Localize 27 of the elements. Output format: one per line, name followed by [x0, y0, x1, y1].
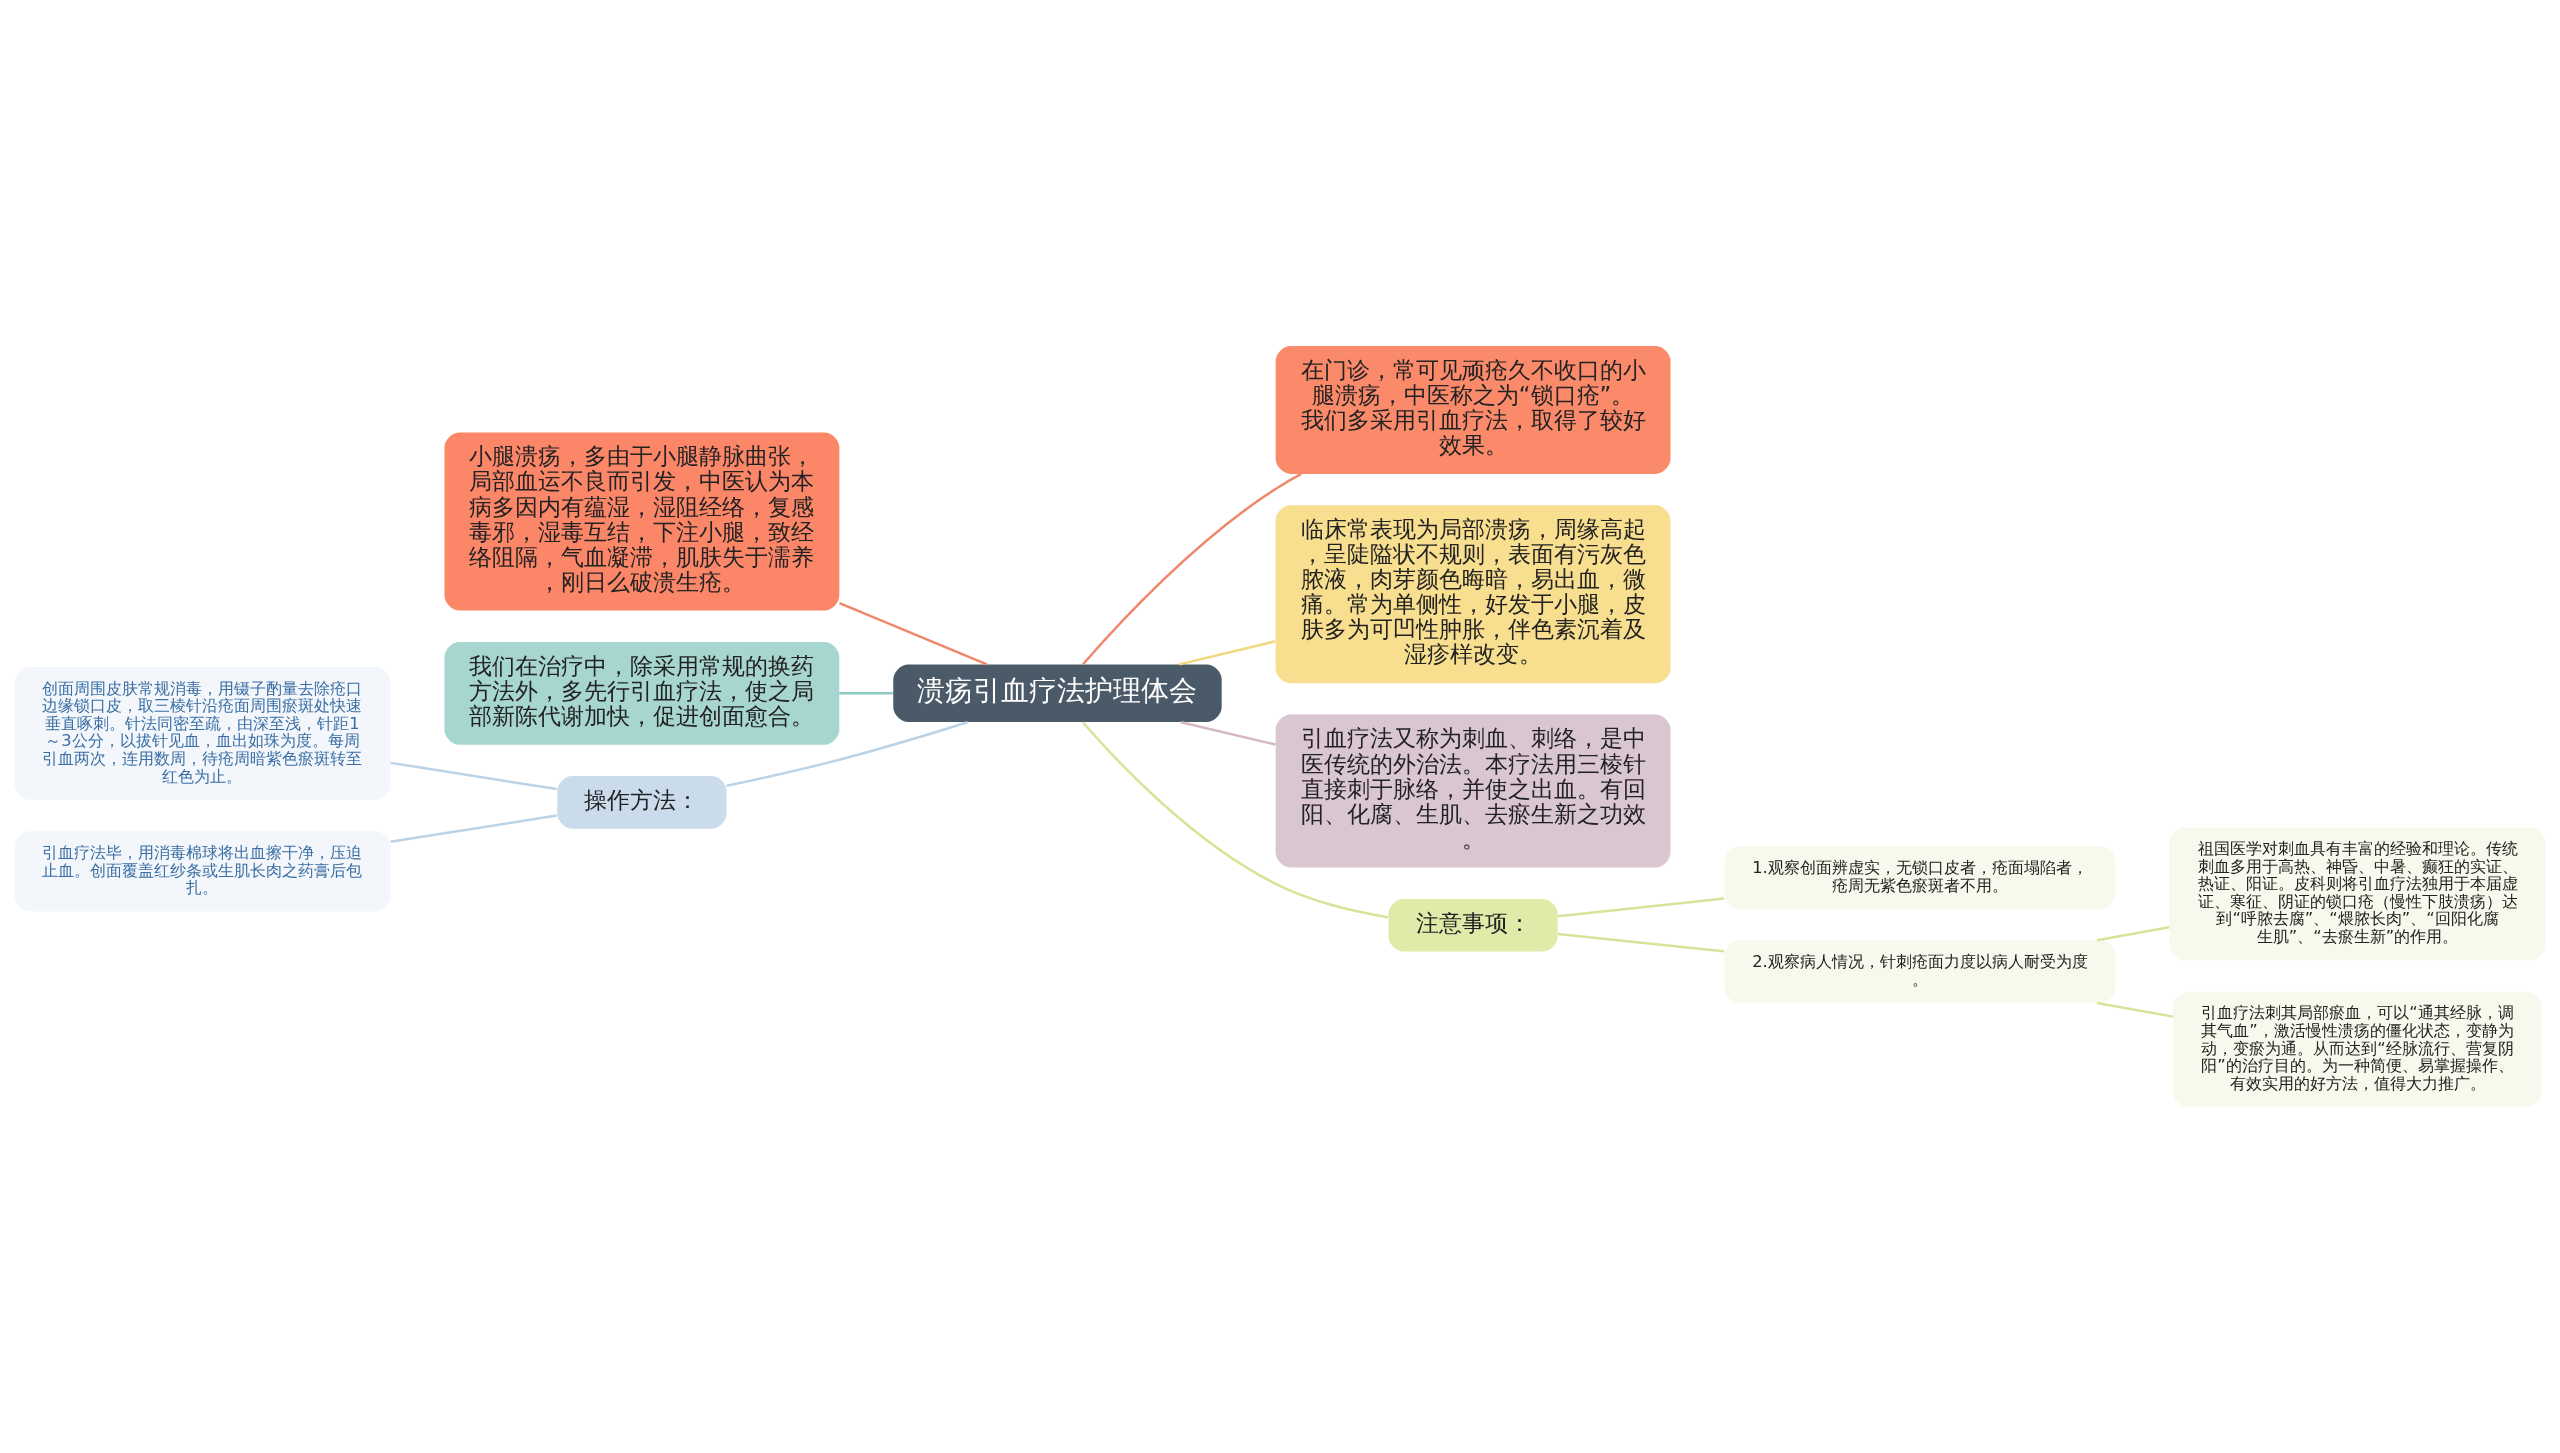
connector [2096, 926, 2170, 942]
connector [1180, 721, 1276, 746]
connector [839, 692, 893, 695]
connector [1557, 932, 1725, 953]
node-box: 小腿溃疡，多由于小腿静脉曲张，局部血运不良而引发，中医认为本病多因内有蕴湿，湿阻经络，复感毒邪，湿毒互结，下注小腿，致经络阻隔，气血凝滞，肌肤失于濡养，刚日么破溃生疮。 [444, 432, 840, 611]
node-box: 溃疡引血疗法护理体会 [893, 664, 1222, 723]
connector [390, 761, 557, 791]
node-box: 在门诊，常可见顽疮久不收口的小腿溃疡，中医称之为“锁口疮”。我们多采用引血疗法，取得了较好效果。 [1275, 346, 1671, 474]
connector [838, 601, 988, 666]
connector [390, 814, 557, 844]
connector [1179, 640, 1276, 666]
node-box: 注意事项： [1388, 898, 1558, 952]
node-box: 操作方法： [557, 776, 727, 829]
connector [726, 721, 968, 788]
node-box: 1.观察创面辨虚实，无锁口皮者，疮面塌陷者，疮周无紫色瘀斑者不用。 [1724, 846, 2116, 909]
node-box: 创面周围皮肤常规消毒，用镊子酌量去除疮口边缘锁口皮，取三棱针沿疮面周围瘀斑处快速垂直啄刺。针法同密至疏，由深至浅，针距1～3公分，以拔针见血，血出如珠为度。每周引血两次，连用数周，待疮周暗紫色瘀斑转至红色为止。 [14, 666, 391, 800]
node-box: 引血疗法毕，用消毒棉球将出血擦干净，压迫止血。创面覆盖红纱条或生肌长肉之药膏后包扎。 [14, 831, 391, 912]
node-box: 引血疗法刺其局部瘀血，可以“通其经脉，调其气血”，激活慢性溃疡的僵化状态，变静为动，变瘀为通。从而达到“经脉流行、营复阴阳”的治疗目的。为一种简便、易掌握操作、有效实用的好方法，值得大力推广。 [2173, 991, 2542, 1107]
connector [1082, 472, 1302, 666]
connector [1081, 721, 1389, 919]
node-box: 祖国医学对刺血具有丰富的经验和理论。传统刺血多用于高热、神昏、中暑、癫狂的实证、热证、阳证。皮科则将引血疗法独用于本届虚证、寒征、阴证的锁口疮（慢性下肢溃疡）达到“呼脓去腐”、“煨脓长肉”、“回阳化腐生肌”、“去瘀生新”的作用。 [2169, 827, 2546, 961]
node-box: 2.观察病人情况，针刺疮面力度以病人耐受为度。 [1724, 940, 2116, 1003]
node-box: 引血疗法又称为刺血、刺络，是中医传统的外治法。本疗法用三棱针直接刺于脉络，并使之出血。有回阳、化腐、生肌、去瘀生新之功效。 [1275, 714, 1671, 868]
node-box: 临床常表现为局部溃疡，周缘高起，呈陡隘状不规则，表面有污灰色脓液，肉芽颜色晦暗，易出血，微痛。常为单侧性，好发于小腿，皮肤多为可凹性肿胀，伴色素沉着及湿疹样改变。 [1275, 505, 1671, 684]
connector [1557, 897, 1725, 918]
connector [2096, 1001, 2174, 1018]
node-box: 我们在治疗中，除采用常规的换药方法外，多先行引血疗法，使之局部新陈代谢加快，促进创面愈合。 [444, 641, 840, 745]
